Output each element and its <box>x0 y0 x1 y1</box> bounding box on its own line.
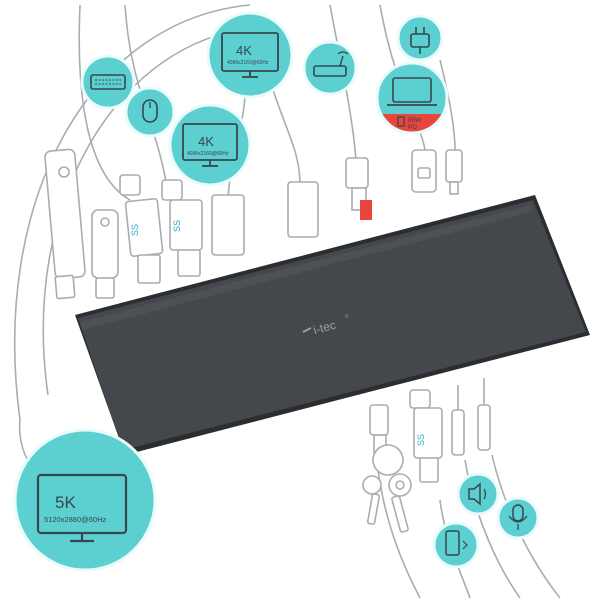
keyboard-bubble <box>80 54 136 110</box>
microphone-icon <box>512 504 524 522</box>
audio-jack-2 <box>477 378 491 451</box>
usb-a-connector-bottom: SS <box>409 389 443 483</box>
monitor-4k-top-spec: 4096x2160@60Hz <box>227 60 269 66</box>
router-bubble <box>302 40 358 96</box>
monitor-4k-middle-resolution: 4K <box>198 134 214 149</box>
router-icon <box>313 65 347 77</box>
registered-mark: ® <box>344 313 350 321</box>
speaker-bubble <box>456 472 500 516</box>
monitor-4k-middle-bubble: 4K 4096x2160@60Hz <box>168 103 252 187</box>
microphone-bubble <box>496 496 540 540</box>
power-watts: 85W <box>408 117 422 124</box>
speaker-icon <box>468 482 481 506</box>
laptop-icon <box>392 77 432 103</box>
power-plug-bubble <box>396 14 444 62</box>
monitor-4k-top-bubble: 4K 4096x2160@60Hz <box>206 11 294 99</box>
cable-keyboard <box>78 4 131 201</box>
mouse-icon <box>142 99 158 123</box>
ethernet-connector <box>345 157 372 220</box>
smartphone-bubble <box>432 521 480 569</box>
monitor-4k-top-resolution: 4K <box>236 43 252 58</box>
monitor-5k-resolution: 5K <box>55 493 76 512</box>
laptop-bubble: 85W PD <box>375 61 449 135</box>
usb-a-connector-2: SS <box>161 179 203 277</box>
cable-power <box>439 59 456 151</box>
monitor-5k-bubble: 5K 5120x2880@60Hz <box>13 428 157 572</box>
usb-ss-label-2: SS <box>172 220 182 232</box>
usb-c-connector <box>411 149 437 193</box>
brand-logo: i-tec ® <box>302 313 350 337</box>
keyboard-icon <box>90 74 126 90</box>
cable-dp <box>269 79 301 186</box>
displayport-connector <box>287 181 319 238</box>
brand-logo-text: i-tec <box>312 318 338 337</box>
power-pd: PD <box>408 124 417 131</box>
audio-jack-1 <box>451 385 465 456</box>
hdmi-connector <box>211 194 245 256</box>
cable-outer-loop <box>13 4 251 421</box>
usb-ss-label-1: SS <box>130 224 140 236</box>
usb-flash-drive-icon <box>44 148 119 300</box>
power-jack-connector <box>445 149 463 195</box>
dock-body <box>75 195 590 455</box>
monitor-5k-spec: 5120x2880@60Hz <box>44 515 106 524</box>
usb-ss-label-3: SS <box>416 434 426 446</box>
smartphone-icon <box>445 530 460 556</box>
usb-a-connector-1: SS <box>119 174 164 284</box>
monitor-4k-middle-spec: 4096x2160@60Hz <box>187 151 229 157</box>
mouse-bubble <box>124 86 176 138</box>
keys-icon <box>362 444 412 533</box>
